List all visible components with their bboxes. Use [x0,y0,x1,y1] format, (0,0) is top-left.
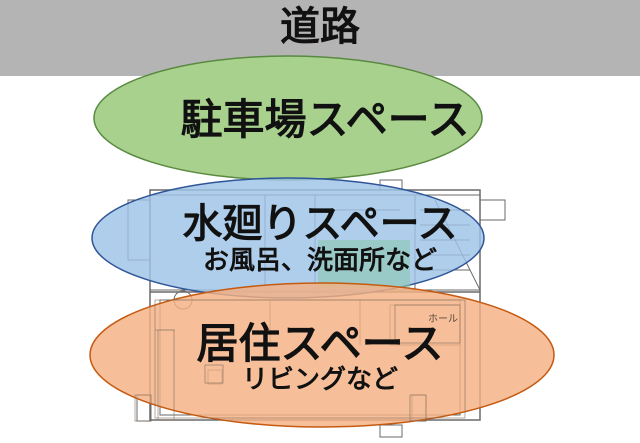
water-zone-label: 水廻りスペース [182,201,458,247]
parking-zone-label: 駐車場スペース [180,95,470,144]
plan-washroom-area [318,240,410,288]
living-zone-label: 居住スペース [196,319,444,368]
road-label: 道路 [280,4,360,50]
floor-plan-overlay [134,299,466,422]
plan-label-hall: ホール [428,313,458,325]
living-zone-ellipse [89,282,555,428]
water-zone-sublabel: お風呂、洗面所など [202,246,437,276]
living-zone-sublabel: リビングなど [241,365,398,395]
